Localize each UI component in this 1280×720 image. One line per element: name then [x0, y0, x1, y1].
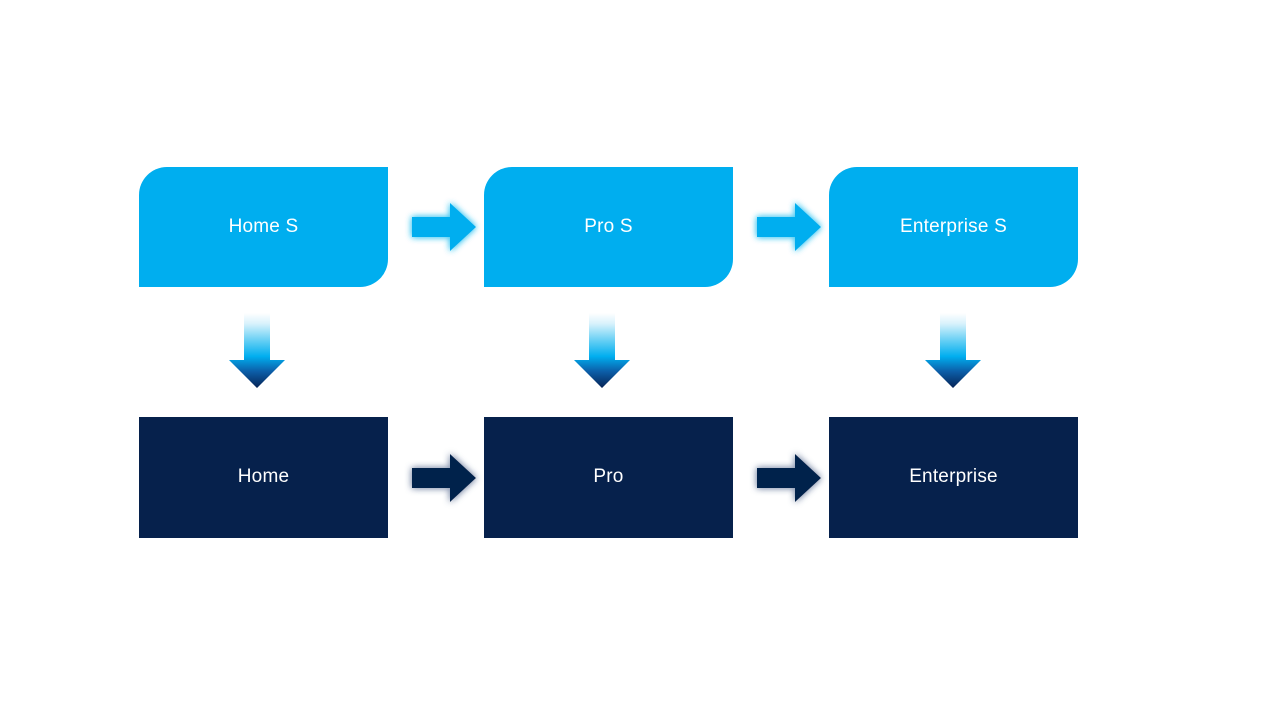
node-label-enterprise: Enterprise [909, 466, 998, 488]
node-label-enterprise-s: Enterprise S [900, 215, 1007, 237]
arrow-down-enterprise-s-to-enterprise [924, 313, 982, 389]
node-label-home-s: Home S [228, 215, 299, 237]
arrow-right-home-s-to-pro-s [410, 199, 478, 255]
node-enterprise[interactable]: Enterprise [829, 417, 1078, 538]
node-home[interactable]: Home [139, 417, 388, 538]
node-enterprise-s[interactable]: Enterprise S [829, 167, 1078, 287]
node-pro-s[interactable]: Pro S [484, 167, 733, 287]
arrow-right-pro-to-enterprise [755, 450, 823, 506]
node-home-s[interactable]: Home S [139, 167, 388, 287]
arrow-down-home-s-to-home [228, 313, 286, 389]
node-label-pro-s: Pro S [584, 215, 633, 237]
arrow-right-home-to-pro [410, 450, 478, 506]
node-pro[interactable]: Pro [484, 417, 733, 538]
arrow-right-pro-s-to-enterprise-s [755, 199, 823, 255]
node-label-home: Home [237, 466, 290, 488]
node-label-pro: Pro [593, 466, 624, 488]
arrow-down-pro-s-to-pro [573, 313, 631, 389]
